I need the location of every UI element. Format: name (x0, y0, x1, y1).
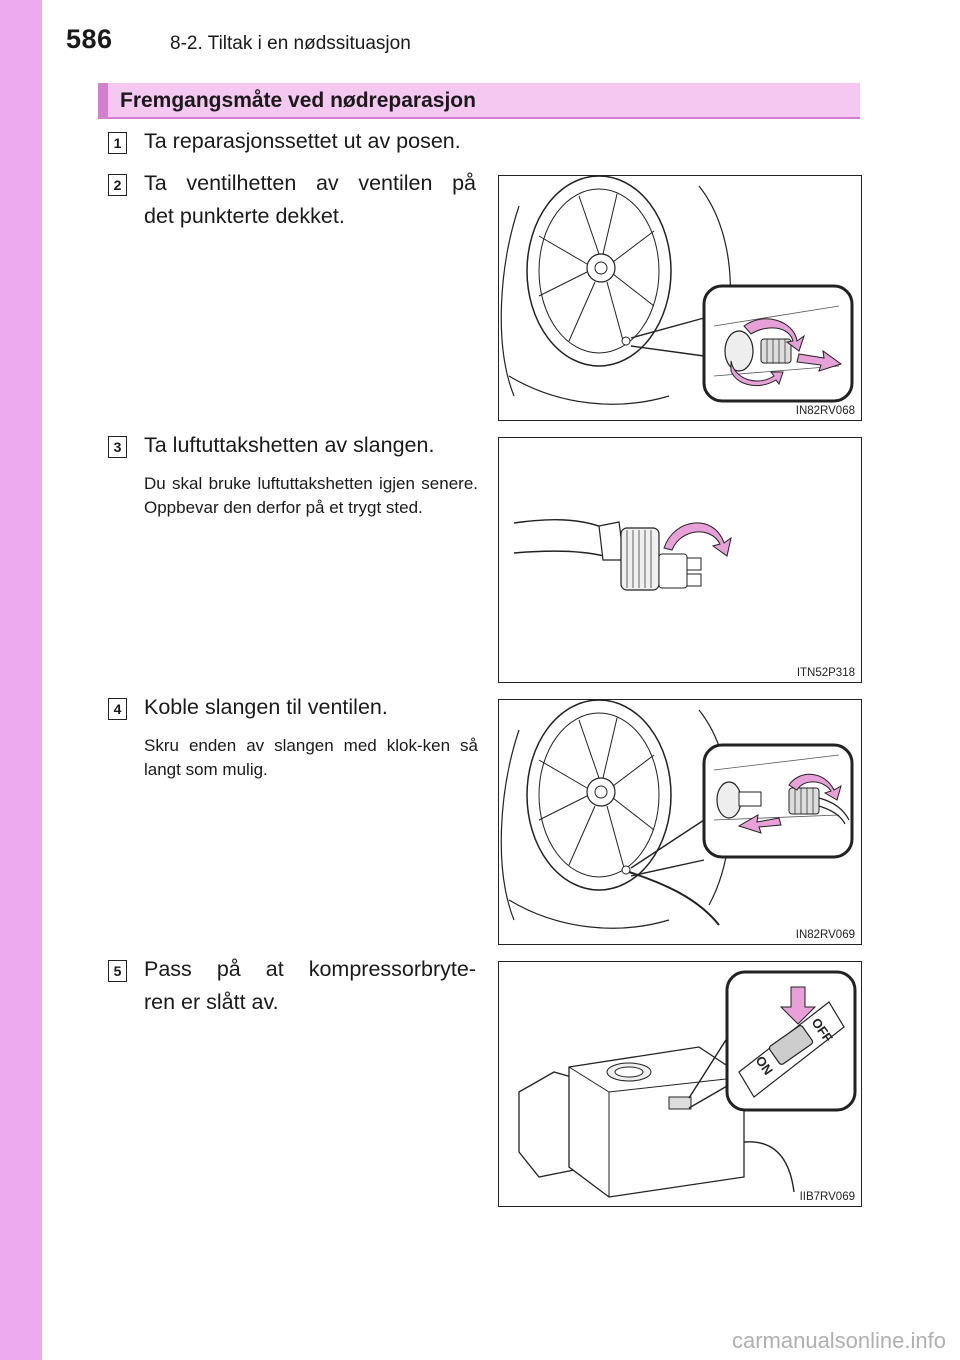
figure-code: IN82RV068 (795, 405, 855, 417)
step-4-number: 4 (108, 698, 127, 720)
chapter-header: 8-2. Tiltak i en nødssituasjon (170, 33, 411, 54)
figure-hose-cap-removal: ITN52P318 (498, 437, 862, 683)
compressor-illustration: OFF ON (518, 970, 857, 1198)
step-4-text: Koble slangen til ventilen. (144, 695, 388, 719)
step-3-text: Ta luftuttakshetten av slangen. (144, 433, 435, 457)
figure-valve-cap-removal: IN82RV068 (498, 175, 862, 421)
section-heading: Fremgangsmåte ved nødreparasjon (98, 83, 860, 119)
figure-code: IIB7RV069 (799, 1191, 855, 1203)
step-2-number: 2 (108, 174, 127, 196)
step-1-text: Ta reparasjonssettet ut av posen. (144, 129, 461, 153)
wheel-valve-illustration (500, 176, 854, 405)
watermark: carmanualsonline.info (731, 1328, 946, 1353)
step-3-number: 3 (108, 436, 127, 458)
step-3-note: Du skal bruke luftuttakshetten igjen sen… (144, 474, 478, 517)
figure-code: ITN52P318 (796, 667, 855, 679)
hose-illustration (513, 519, 732, 591)
wheel-hose-illustration (500, 700, 854, 929)
page-number: 586 (66, 24, 113, 54)
step-4-note: Skru enden av slangen med klok-ken så la… (144, 736, 478, 779)
step-2-text-line2: det punkterte dekket. (144, 204, 345, 228)
figure-compressor-switch: OFF ON IIB7RV069 (498, 961, 862, 1207)
step-5-text-line1: Pass på at kompressorbryte- (144, 957, 476, 981)
step-2-text-line1: Ta ventilhetten av ventilen på (144, 171, 476, 195)
step-5-text-line2: ren er slått av. (144, 990, 279, 1014)
chapter-side-tab (0, 0, 42, 1360)
figure-code: IN82RV069 (795, 929, 855, 941)
step-1-number: 1 (108, 132, 127, 154)
section-title: Fremgangsmåte ved nødreparasjon (120, 89, 476, 112)
step-5-number: 5 (108, 960, 127, 982)
figure-connect-hose: IN82RV069 (498, 699, 862, 945)
